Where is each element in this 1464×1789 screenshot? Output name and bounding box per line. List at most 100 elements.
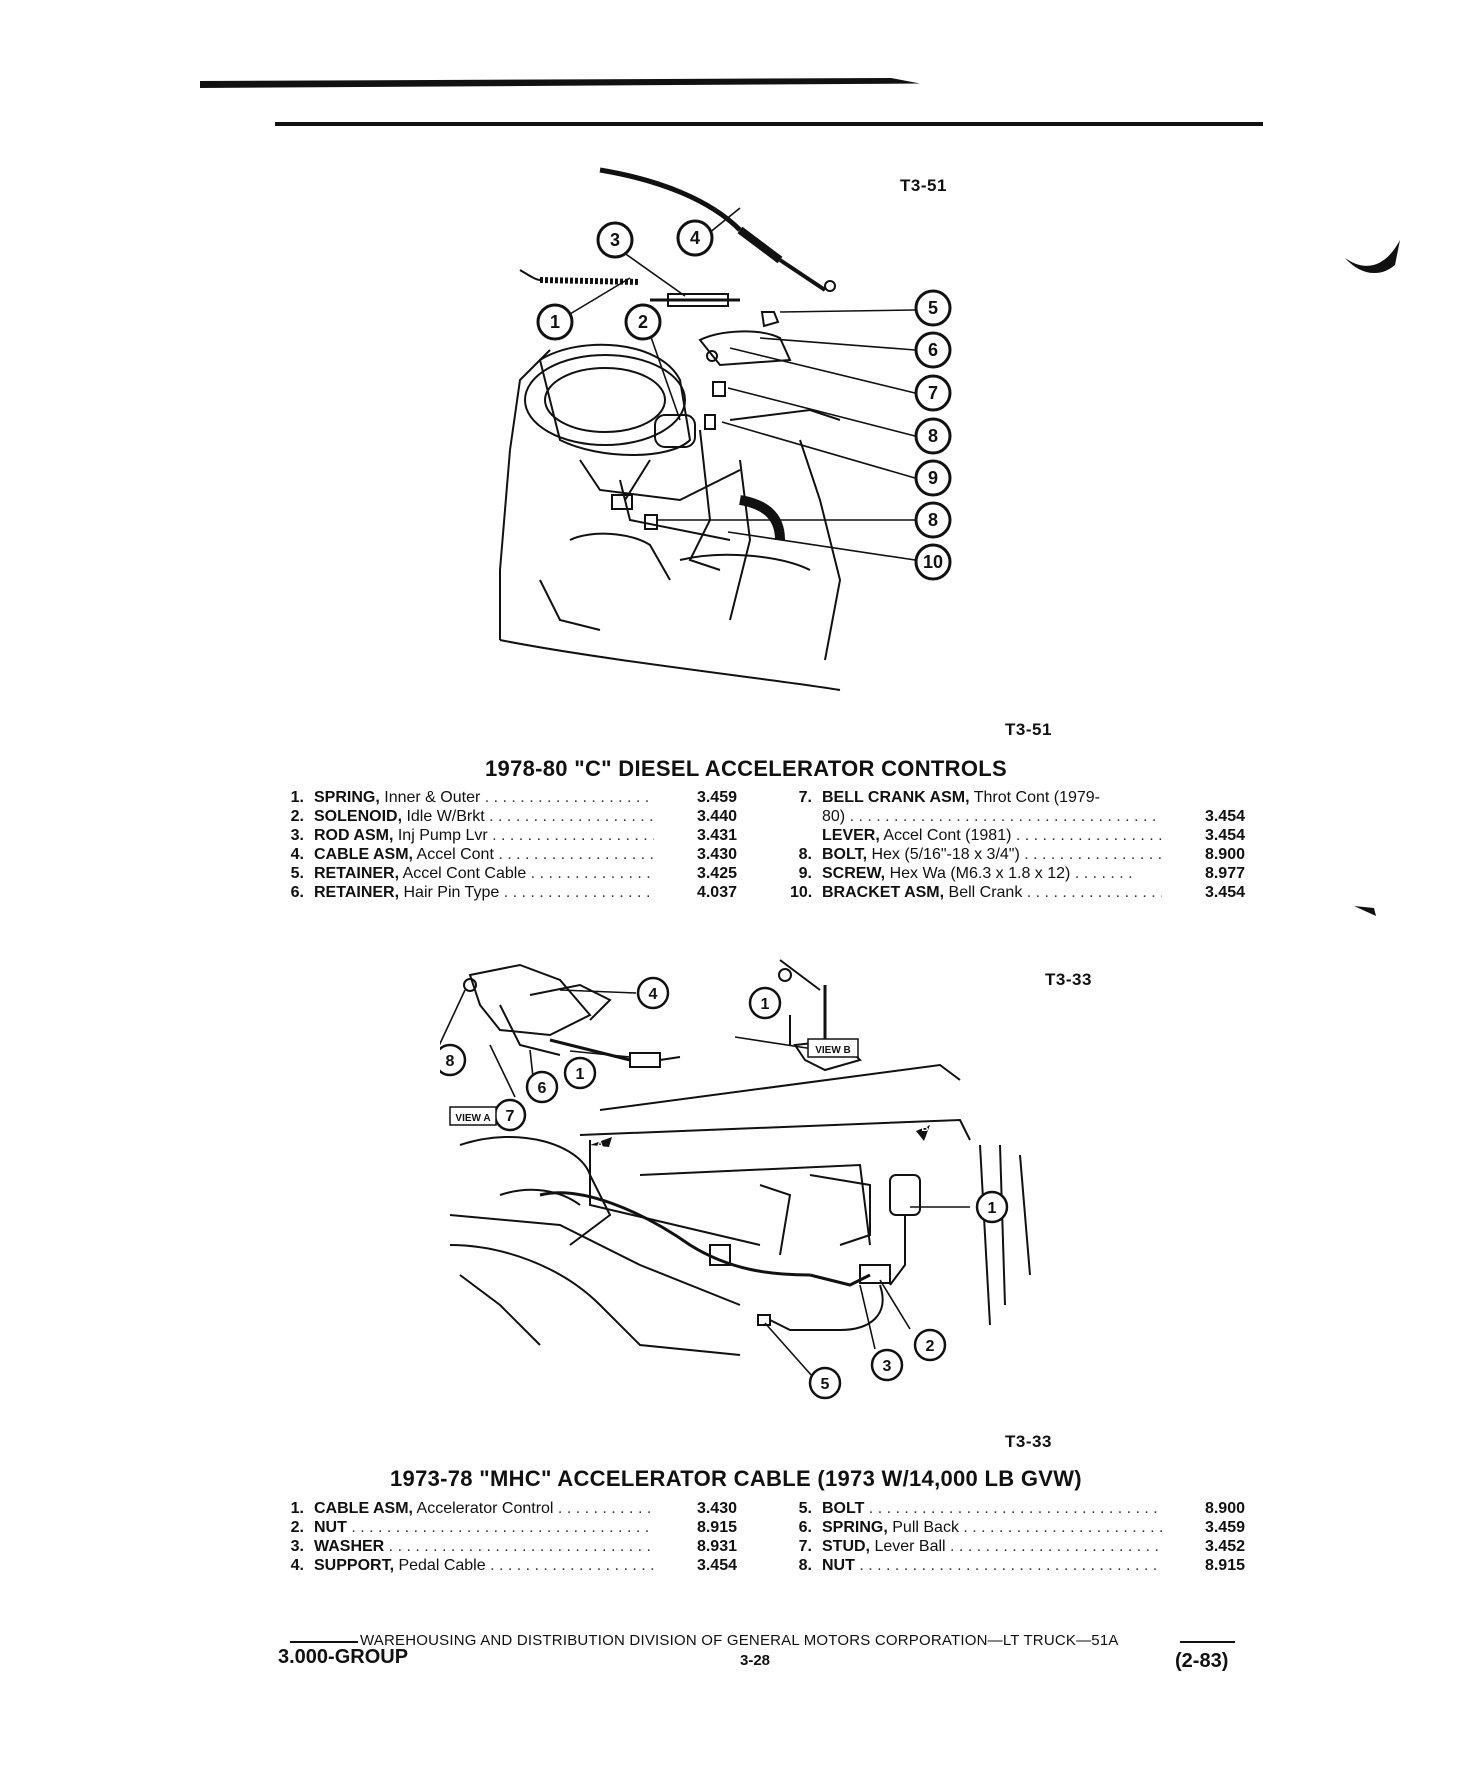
fig2-callout-1a: 1 bbox=[576, 1066, 585, 1083]
part-code: 8.915 bbox=[1204, 1557, 1245, 1574]
part-row: 8. BOLT, Hex (5/16"-18 x 3/4") . . . . .… bbox=[790, 845, 1260, 864]
part-row: 4. CABLE ASM, Accel Cont . . . . . . . .… bbox=[282, 845, 742, 864]
figure1-code-bottom: T3-51 bbox=[1005, 720, 1052, 739]
part-description: ROD ASM, Inj Pump Lvr . . . . . . . . . … bbox=[314, 827, 654, 844]
part-code: 8.900 bbox=[1204, 1500, 1245, 1517]
fig2-callout-1b: 1 bbox=[761, 996, 770, 1013]
part-number: 5. bbox=[290, 865, 304, 882]
part-row: 1. SPRING, Inner & Outer . . . . . . . .… bbox=[282, 788, 742, 807]
fig1-callout-5: 5 bbox=[928, 298, 938, 318]
part-number: 7. bbox=[798, 789, 812, 806]
header-thick-rule bbox=[200, 78, 920, 88]
part-description: BOLT, Hex (5/16"-18 x 3/4") . . . . . . … bbox=[822, 846, 1162, 863]
scan-mark-top bbox=[1345, 240, 1400, 274]
fig1-callout-3: 3 bbox=[610, 230, 620, 250]
part-number: 6. bbox=[798, 1519, 812, 1536]
part-description: SPRING, Pull Back . . . . . . . . . . . … bbox=[822, 1519, 1162, 1536]
part-number: 7. bbox=[798, 1538, 812, 1555]
part-row: 9. SCREW, Hex Wa (M6.3 x 1.8 x 12) . . .… bbox=[790, 864, 1260, 883]
figure2-code-bottom: T3-33 bbox=[1005, 1432, 1052, 1451]
fig2-callout-7: 7 bbox=[506, 1108, 515, 1125]
part-row: 4. SUPPORT, Pedal Cable . . . . . . . . … bbox=[282, 1556, 742, 1575]
footer-rule-left bbox=[290, 1641, 358, 1643]
marker-b-label: B bbox=[921, 1123, 928, 1134]
part-number: 2. bbox=[290, 808, 304, 825]
part-row: 2. NUT . . . . . . . . . . . . . . . . .… bbox=[282, 1518, 742, 1537]
part-number: 8. bbox=[798, 1557, 812, 1574]
fig2-callout-8: 8 bbox=[446, 1053, 455, 1070]
part-description: CABLE ASM, Accelerator Control . . . . .… bbox=[314, 1500, 654, 1517]
section1-parts-left: 1. SPRING, Inner & Outer . . . . . . . .… bbox=[282, 788, 742, 908]
part-code: 3.454 bbox=[1204, 808, 1245, 825]
marker-a-label: A bbox=[596, 1140, 603, 1151]
fig1-callout-7: 7 bbox=[928, 383, 938, 403]
part-row: 5. RETAINER, Accel Cont Cable . . . . . … bbox=[282, 864, 742, 883]
part-description: BOLT . . . . . . . . . . . . . . . . . .… bbox=[822, 1500, 1162, 1517]
fig2-callout-4: 4 bbox=[649, 986, 658, 1003]
section1-parts-right: 7. BELL CRANK ASM, Throt Cont (1979- 80)… bbox=[790, 788, 1260, 908]
fig2-callout-2: 2 bbox=[926, 1338, 935, 1355]
view-b-label: VIEW B bbox=[815, 1045, 851, 1056]
fig1-callout-2: 2 bbox=[638, 312, 648, 332]
figure2-illustration: 4 1 6 7 8 1 1 2 3 5 VIEW A VIEW B A B bbox=[440, 959, 1031, 1400]
part-code: 3.425 bbox=[696, 865, 737, 882]
part-number: 4. bbox=[290, 1557, 304, 1574]
part-code: 8.915 bbox=[696, 1519, 737, 1536]
part-row: 6. RETAINER, Hair Pin Type . . . . . . .… bbox=[282, 883, 742, 902]
part-description: STUD, Lever Ball . . . . . . . . . . . .… bbox=[822, 1538, 1162, 1555]
part-row: 8. NUT . . . . . . . . . . . . . . . . .… bbox=[790, 1556, 1260, 1575]
part-number: 6. bbox=[290, 884, 304, 901]
part-number: 5. bbox=[798, 1500, 812, 1517]
part-description: BRACKET ASM, Bell Crank . . . . . . . . … bbox=[822, 884, 1162, 901]
fig1-callout-8: 8 bbox=[928, 426, 938, 446]
fig1-callout-10: 10 bbox=[923, 552, 943, 572]
part-code: 3.431 bbox=[696, 827, 737, 844]
part-code: 3.430 bbox=[696, 1500, 737, 1517]
figure1-code-top: T3-51 bbox=[900, 176, 947, 195]
part-row: 10. BRACKET ASM, Bell Crank . . . . . . … bbox=[790, 883, 1260, 902]
part-description: NUT . . . . . . . . . . . . . . . . . . … bbox=[822, 1557, 1162, 1574]
part-code: 4.037 bbox=[696, 884, 737, 901]
footer-page-number: 3-28 bbox=[740, 1652, 771, 1669]
part-row: 80) . . . . . . . . . . . . . . . . . . … bbox=[790, 807, 1260, 826]
section2-parts-right: 5. BOLT . . . . . . . . . . . . . . . . … bbox=[790, 1499, 1260, 1579]
part-code: 3.454 bbox=[1204, 827, 1245, 844]
fig1-callout-4: 4 bbox=[690, 228, 700, 248]
fig2-callout-5: 5 bbox=[821, 1376, 830, 1393]
part-row: 7. STUD, Lever Ball . . . . . . . . . . … bbox=[790, 1537, 1260, 1556]
part-description: LEVER, Accel Cont (1981) . . . . . . . .… bbox=[822, 827, 1162, 844]
part-row: 6. SPRING, Pull Back . . . . . . . . . .… bbox=[790, 1518, 1260, 1537]
part-row: 1. CABLE ASM, Accelerator Control . . . … bbox=[282, 1499, 742, 1518]
fig1-callout-6: 6 bbox=[928, 340, 938, 360]
figure1-illustration: 1 2 3 4 5 6 7 8 9 8 10 bbox=[499, 167, 952, 691]
part-number: 3. bbox=[290, 827, 304, 844]
part-row: LEVER, Accel Cont (1981) . . . . . . . .… bbox=[790, 826, 1260, 845]
footer-date: (2-83) bbox=[1175, 1650, 1229, 1672]
part-description: WASHER . . . . . . . . . . . . . . . . .… bbox=[314, 1538, 654, 1555]
part-code: 3.454 bbox=[1204, 884, 1245, 901]
part-code: 3.440 bbox=[696, 808, 737, 825]
part-number: 9. bbox=[798, 865, 812, 882]
section2-title: 1973-78 "MHC" ACCELERATOR CABLE (1973 W/… bbox=[390, 1466, 1082, 1491]
part-description: BELL CRANK ASM, Throt Cont (1979- bbox=[822, 789, 1100, 806]
part-description: NUT . . . . . . . . . . . . . . . . . . … bbox=[314, 1519, 654, 1536]
part-description: CABLE ASM, Accel Cont . . . . . . . . . … bbox=[314, 846, 654, 863]
part-description: RETAINER, Accel Cont Cable . . . . . . .… bbox=[314, 865, 654, 882]
fig1-callout-1: 1 bbox=[550, 312, 560, 332]
footer-rule-right bbox=[1180, 1641, 1235, 1643]
part-description: RETAINER, Hair Pin Type . . . . . . . . … bbox=[314, 884, 654, 901]
part-number: 1. bbox=[290, 1500, 304, 1517]
part-code: 8.900 bbox=[1204, 846, 1245, 863]
view-a-label: VIEW A bbox=[455, 1113, 490, 1124]
part-row: 2. SOLENOID, Idle W/Brkt . . . . . . . .… bbox=[282, 807, 742, 826]
part-number: 3. bbox=[290, 1538, 304, 1555]
part-row: 5. BOLT . . . . . . . . . . . . . . . . … bbox=[790, 1499, 1260, 1518]
part-code: 3.459 bbox=[696, 789, 737, 806]
part-number: 10. bbox=[790, 884, 813, 901]
part-number: 1. bbox=[290, 789, 304, 806]
part-code: 8.931 bbox=[696, 1538, 737, 1555]
section1-title: 1978-80 "C" DIESEL ACCELERATOR CONTROLS bbox=[485, 756, 1007, 781]
fig1-callout-9: 9 bbox=[928, 468, 938, 488]
part-code: 3.454 bbox=[696, 1557, 737, 1574]
footer-division: WAREHOUSING AND DISTRIBUTION DIVISION OF… bbox=[360, 1632, 1119, 1649]
